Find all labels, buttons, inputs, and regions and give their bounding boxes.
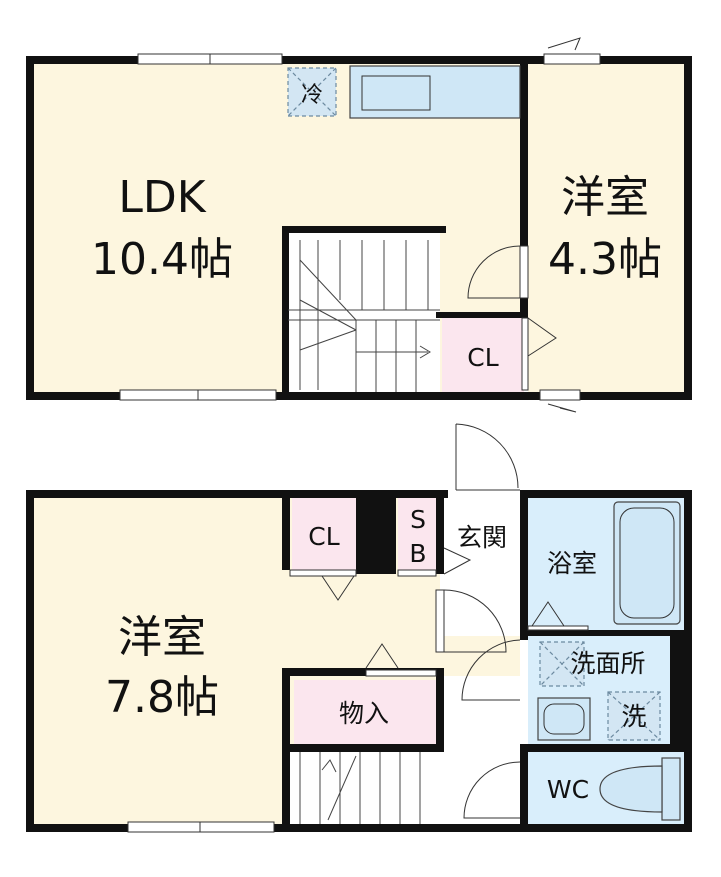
storage-label: 物入 [339,699,389,728]
closet-lower-label: CL [308,522,339,551]
western-room-upper-floor [528,62,684,396]
staircase-lower [299,752,421,824]
closet-lower-floor [292,498,356,572]
storage-room [294,680,436,744]
western-room-lower-size: 7.8帖 [105,672,219,723]
washroom-label: 洗面所 [570,649,645,678]
stair-area-lower [290,750,440,826]
shoe-box-s-label: S [410,505,426,534]
western-room-upper-size: 4.3帖 [548,234,662,285]
entrance-area [440,496,520,636]
toilet-label: WC [547,775,589,804]
staircase-upper [288,240,440,392]
stair-area-upper [288,232,440,396]
lower-floor [26,423,692,833]
western-room-lower-label: 洋室 [118,612,206,663]
fridge-label: 冷 [301,83,323,108]
ldk-label: LDK [118,172,206,223]
shoe-box [398,498,436,572]
closet-upper-label: CL [467,343,498,372]
ldk-size: 10.4帖 [91,234,233,285]
western-room-upper-label: 洋室 [561,172,649,223]
shoe-box-b-label: B [409,539,426,568]
bathroom-label: 浴室 [547,549,597,578]
entrance-label: 玄関 [457,523,507,552]
upper-floor: 冷 [26,37,692,413]
washer-label: 洗 [621,702,646,731]
closet-upper-floor [442,318,524,396]
